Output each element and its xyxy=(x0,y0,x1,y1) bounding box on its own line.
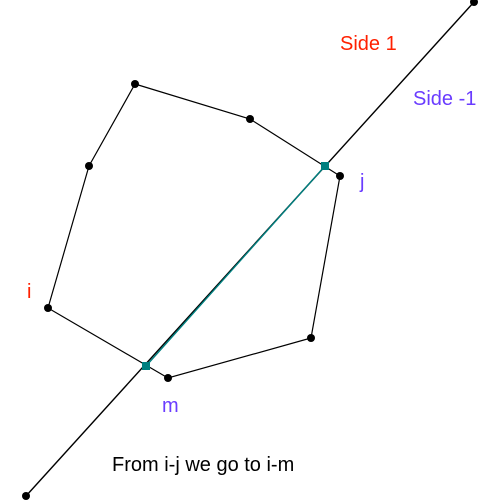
intersection-chord xyxy=(145,165,326,367)
vertex-left xyxy=(85,162,93,170)
line-end-top xyxy=(470,0,478,6)
vertex-m xyxy=(164,374,172,382)
label-side-negative: Side -1 xyxy=(413,88,476,110)
label-vertex-m: m xyxy=(162,395,179,417)
intersection-point-lower xyxy=(142,362,150,370)
polygon-outline xyxy=(47,83,341,379)
vertex-j xyxy=(336,172,344,180)
label-side-positive: Side 1 xyxy=(340,33,397,55)
intersection-point-upper xyxy=(321,162,329,170)
label-vertex-j: j xyxy=(359,171,364,193)
diagram-caption: From i-j we go to i-m xyxy=(112,454,294,476)
label-vertex-i: i xyxy=(27,281,31,303)
line-end-bottom xyxy=(22,492,30,500)
vertex-i xyxy=(44,304,52,312)
polygon-vertices xyxy=(44,80,344,382)
vertex-top-left xyxy=(131,80,139,88)
vertex-top xyxy=(246,115,254,123)
vertex-lower-right xyxy=(307,334,315,342)
